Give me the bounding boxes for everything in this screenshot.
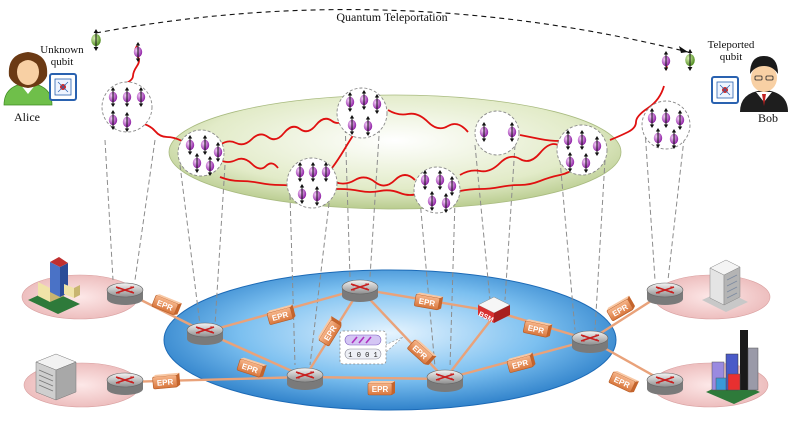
epr-label: EPR bbox=[156, 377, 173, 387]
bob-caption-line1: Teleported bbox=[708, 39, 755, 51]
router-icon bbox=[426, 369, 464, 393]
bob-caption-line2: qubit bbox=[720, 51, 743, 63]
epr-label: EPR bbox=[372, 385, 389, 394]
city-icon bbox=[706, 330, 760, 404]
epr-label: EPR bbox=[418, 297, 436, 309]
alice-caption-line2: qubit bbox=[51, 56, 74, 68]
router-icon bbox=[646, 372, 684, 396]
alice-caption-line1: Unknown bbox=[40, 44, 84, 56]
router-icon bbox=[106, 282, 144, 306]
router-icon bbox=[286, 367, 324, 391]
teleportation-arc bbox=[95, 9, 689, 53]
memory-bits: 1 0 0 1 bbox=[348, 352, 377, 360]
quantum-chip-icon bbox=[711, 76, 739, 104]
teleported-qubit-icon bbox=[684, 48, 696, 72]
bob-name: Bob bbox=[758, 111, 778, 125]
epr-label: EPR bbox=[271, 310, 289, 323]
bob-avatar-icon bbox=[740, 56, 788, 112]
alice-avatar-icon bbox=[3, 52, 53, 106]
quantum-chip-icon bbox=[49, 73, 77, 101]
router-icon bbox=[106, 372, 144, 396]
router-icon bbox=[186, 322, 224, 346]
projection-lines bbox=[104, 119, 686, 368]
epr-label: EPR bbox=[511, 358, 529, 371]
quantum-memory-icon: 1 0 0 1 bbox=[339, 330, 404, 365]
router-icon bbox=[646, 282, 684, 306]
alice-name: Alice bbox=[14, 110, 40, 124]
router-icon bbox=[571, 330, 609, 354]
cluster-6 bbox=[474, 110, 520, 156]
router-icon bbox=[341, 279, 379, 303]
server-icon bbox=[35, 353, 77, 401]
building-icon bbox=[28, 257, 80, 314]
epr-label: EPR bbox=[527, 323, 545, 335]
building-icon bbox=[702, 259, 748, 312]
diagram-title: Quantum Teleportation bbox=[336, 10, 447, 24]
